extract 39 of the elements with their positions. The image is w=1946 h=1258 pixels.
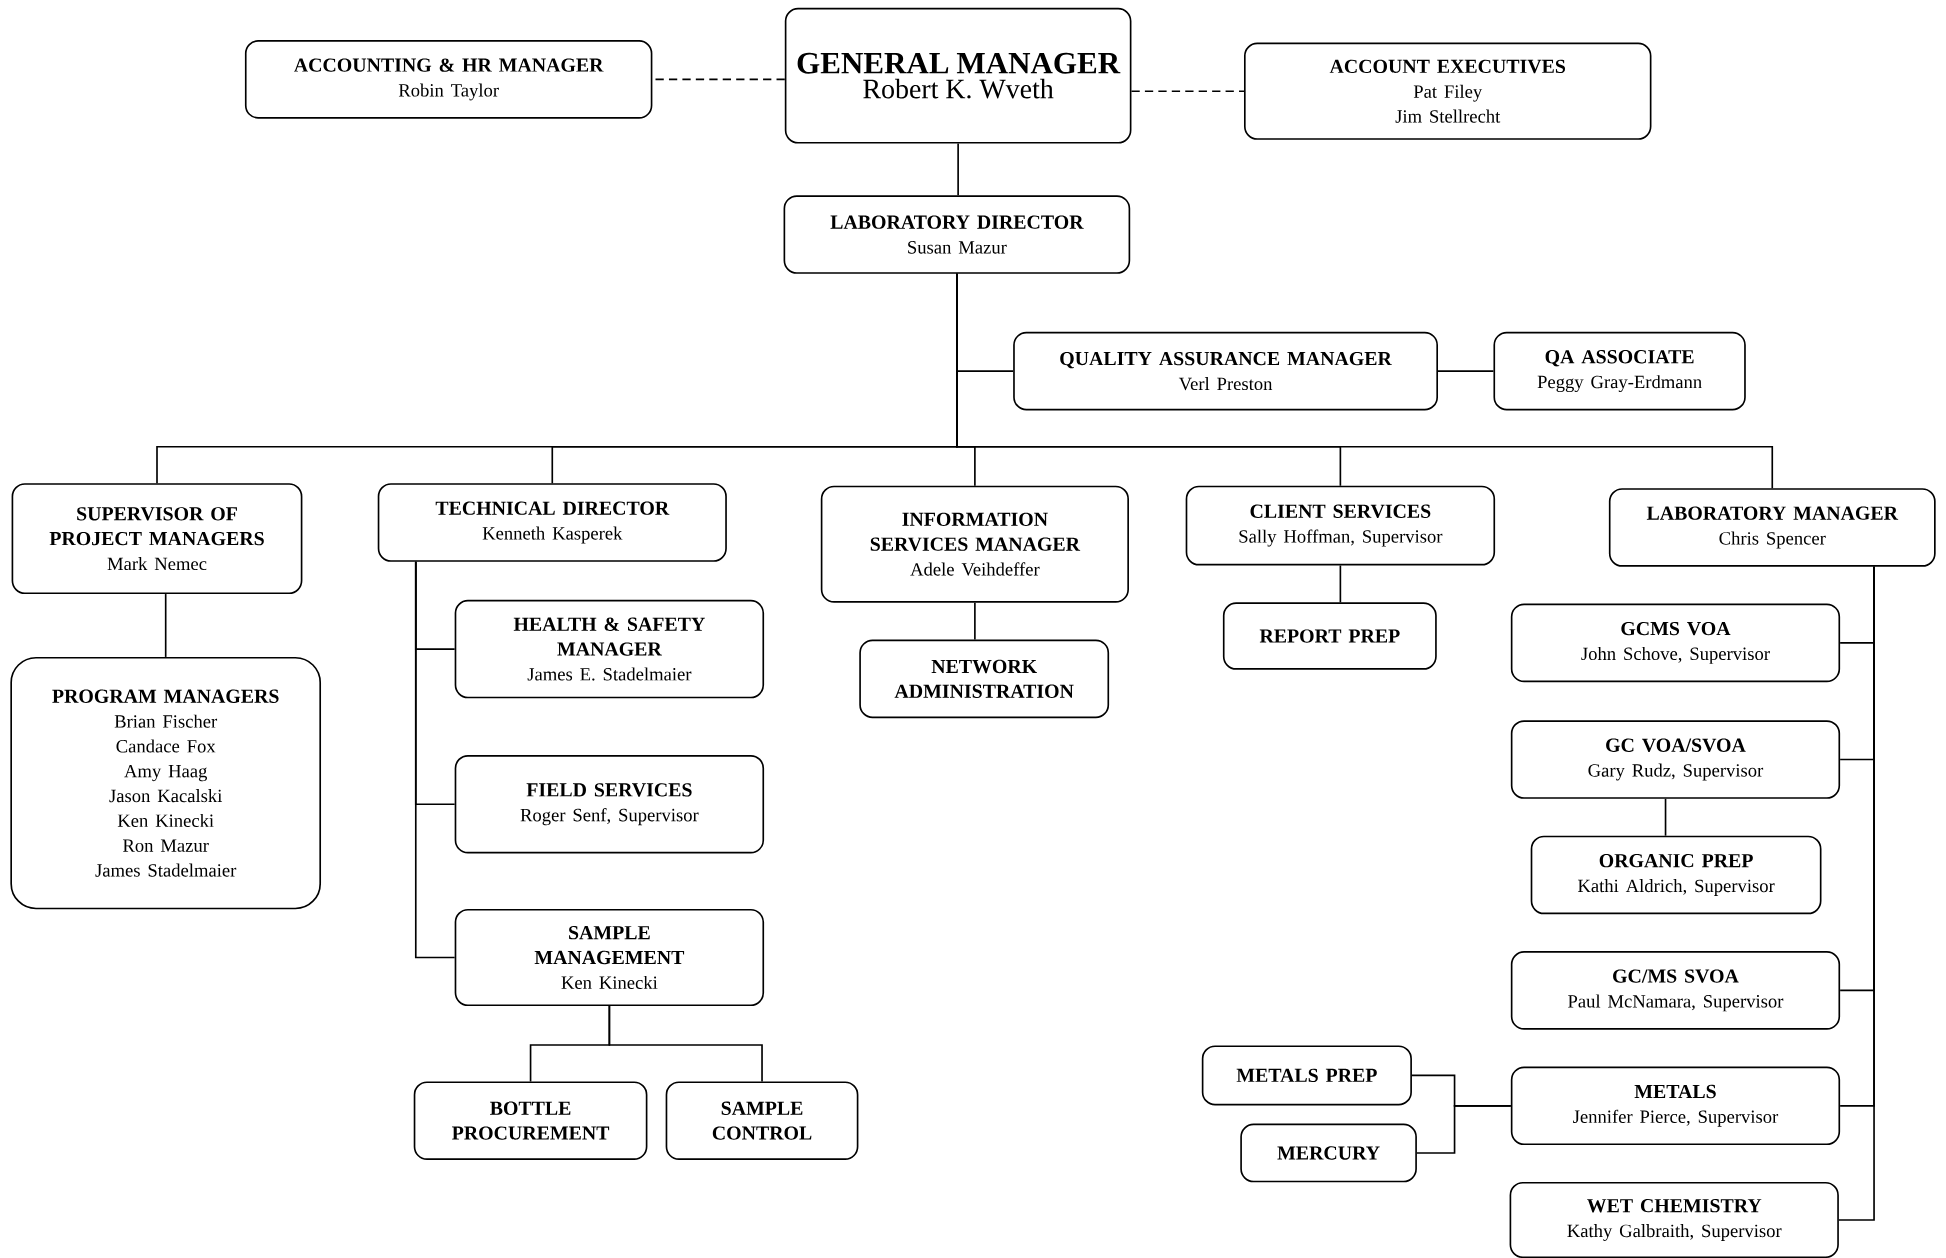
position-box: GCMS VOA John Schove, Supervisor [1510, 603, 1841, 682]
connector-line [1664, 797, 1667, 837]
connector-line [956, 272, 1774, 489]
position-box: METALS PREP [1201, 1045, 1412, 1106]
position-box: QUALITY ASSURANCE MANAGER Verl Preston [1013, 331, 1438, 411]
position-box: GENERAL MANAGER Robert K. Wveth [784, 7, 1132, 144]
position-box: MERCURY [1240, 1123, 1417, 1183]
position-box: LABORATORY DIRECTOR Susan Mazur [783, 195, 1131, 274]
position-box: FIELD SERVICES Roger Senf, Supervisor [454, 754, 765, 854]
position-box: QA ASSOCIATE Peggy Gray-Erdmann [1493, 331, 1746, 411]
position-box: GC/MS SVOA Paul McNamara, Supervisor [1510, 950, 1841, 1030]
position-box: TECHNICAL DIRECTOR Kenneth Kasperek [377, 482, 727, 562]
connector-line [974, 601, 976, 641]
position-box: SUPERVISOR OF PROJECT MANAGERS Mark Nemec [11, 482, 303, 594]
position-box: WET CHEMISTRY Kathy Galbraith, Supervisor [1509, 1181, 1839, 1258]
connector-line [957, 142, 959, 196]
connector-line [1437, 370, 1495, 372]
position-box: CLIENT SERVICES Sally Hoffman, Supervisor [1185, 485, 1496, 566]
position-box: LABORATORY MANAGER Chris Spencer [1608, 487, 1936, 567]
position-box: ACCOUNTING & HR MANAGER Robin Taylor [244, 39, 653, 119]
position-box: HEALTH & SAFETY MANAGER James E. Stadelmaier [454, 599, 765, 699]
position-box: METALS Jennifer Pierce, Supervisor [1510, 1066, 1841, 1145]
position-box: PROGRAM MANAGERS Brian Fischer Candace Fox Amy Haag Jason Kacalski Ken Kinecki Ron Mazur James Stadelmaier [10, 656, 322, 910]
position-box: NETWORK ADMINISTRATION [859, 639, 1110, 718]
connector-line [1339, 564, 1342, 603]
connector-line [1130, 90, 1245, 92]
connector-line [1416, 1104, 1512, 1154]
connector-line [414, 560, 456, 959]
position-box: GC VOA/SVOA Gary Rudz, Supervisor [1510, 720, 1841, 799]
position-box: INFORMATION SERVICES MANAGER Adele Veihdeffer [820, 485, 1129, 603]
position-box: REPORT PREP [1222, 602, 1437, 670]
position-box: ACCOUNT EXECUTIVES Pat Filey Jim Stellrecht [1244, 42, 1652, 140]
connector-line [608, 1005, 763, 1082]
position-box: ORGANIC PREP Kathi Aldrich, Supervisor [1530, 835, 1822, 915]
connector-line [1838, 565, 1875, 1221]
position-box: SAMPLE CONTROL [665, 1081, 859, 1160]
connector-line [164, 593, 167, 658]
position-box: SAMPLE MANAGEMENT Ken Kinecki [454, 908, 765, 1006]
position-box: BOTTLE PROCUREMENT [413, 1081, 648, 1160]
